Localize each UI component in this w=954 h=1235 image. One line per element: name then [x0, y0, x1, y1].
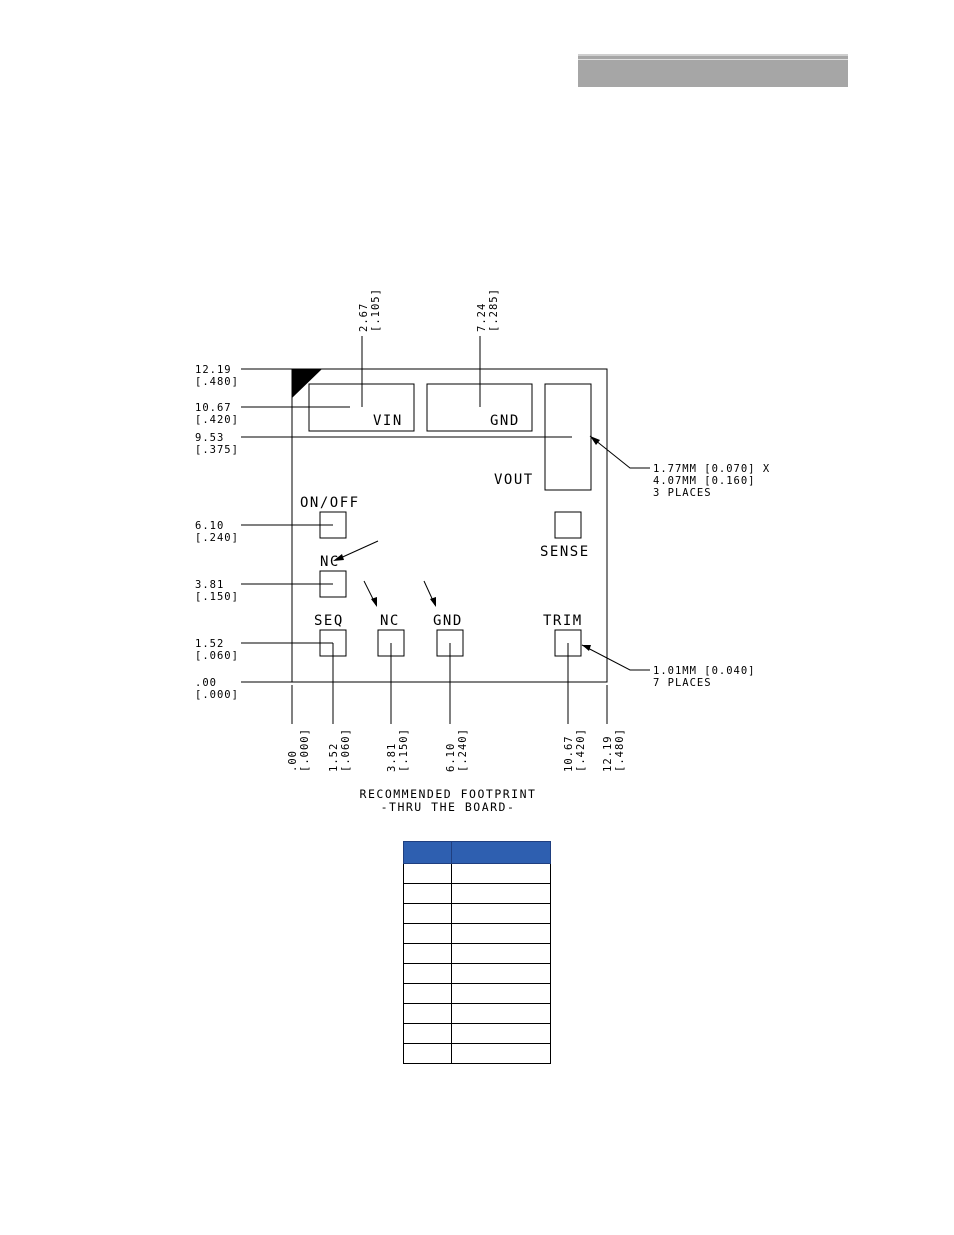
- table-cell: [451, 883, 551, 904]
- left-dim-mm: 1.52: [195, 638, 224, 650]
- table-row: [403, 863, 551, 884]
- table-cell: [403, 1023, 452, 1044]
- bottom-dim-in: [.480]: [614, 728, 626, 772]
- bottom-dim-mm: .00: [287, 750, 299, 772]
- left-dim-in: [.240]: [195, 532, 239, 544]
- table-cell: [451, 963, 551, 984]
- top-dim-mm: 2.67: [358, 303, 370, 332]
- label-seq: SEQ: [314, 613, 344, 629]
- top-dim-in: [.105]: [370, 288, 382, 332]
- table-cell: [403, 923, 452, 944]
- table-row: [403, 963, 551, 984]
- bottom-dim-in: [.000]: [299, 728, 311, 772]
- left-dim-in: [.375]: [195, 444, 239, 456]
- bottom-dim-mm: 6.10: [445, 743, 457, 772]
- table-row: [403, 1003, 551, 1024]
- table-row: [403, 883, 551, 904]
- left-dim-in: [.060]: [195, 650, 239, 662]
- table-cell: [403, 983, 452, 1004]
- table-row: [403, 983, 551, 1004]
- top-dim-mm: 7.24: [476, 303, 488, 332]
- table-header-cell: [451, 841, 551, 864]
- label-gnd-top: GND: [490, 413, 520, 429]
- package-outline: [291, 368, 608, 683]
- note-small-pads: 7 PLACES: [653, 677, 712, 689]
- left-dim-mm: .00: [195, 677, 217, 689]
- table-cell: [403, 903, 452, 924]
- left-dim-mm: 10.67: [195, 402, 232, 414]
- bottom-dim-in: [.150]: [398, 728, 410, 772]
- left-dim-mm: 3.81: [195, 579, 224, 591]
- table-row: [403, 1043, 551, 1064]
- table-cell: [403, 883, 452, 904]
- table-cell: [451, 1023, 551, 1044]
- table-cell: [451, 943, 551, 964]
- note-large-pads: 3 PLACES: [653, 487, 712, 499]
- header-bar: [578, 54, 848, 87]
- label-trim: TRIM: [543, 613, 583, 629]
- table-cell: [403, 1043, 452, 1064]
- table-row: [403, 943, 551, 964]
- label-vin: VIN: [373, 413, 403, 429]
- table-cell: [451, 863, 551, 884]
- table-cell: [403, 963, 452, 984]
- bottom-dim-in: [.240]: [457, 728, 469, 772]
- table-cell: [451, 1043, 551, 1064]
- label-gnd-bottom: GND: [433, 613, 463, 629]
- bottom-dim-mm: 1.52: [328, 743, 340, 772]
- table-row: [403, 1023, 551, 1044]
- pin-table: [403, 841, 551, 1064]
- label-on-off: ON/OFF: [300, 495, 360, 511]
- top-dim-in: [.285]: [488, 288, 500, 332]
- left-dim-mm: 12.19: [195, 364, 232, 376]
- bottom-dim-mm: 12.19: [602, 735, 614, 772]
- table-cell: [451, 903, 551, 924]
- table-row: [403, 903, 551, 924]
- left-dim-mm: 6.10: [195, 520, 224, 532]
- bottom-dim-mm: 3.81: [386, 743, 398, 772]
- note-large-pads: 4.07MM [0.160]: [653, 475, 756, 487]
- caption-title: RECOMMENDED FOOTPRINT: [360, 787, 537, 801]
- table-cell: [451, 923, 551, 944]
- caption-subtitle: -THRU THE BOARD-: [381, 800, 516, 814]
- label-vout: VOUT: [494, 472, 534, 488]
- bottom-dim-mm: 10.67: [563, 735, 575, 772]
- pad-sense: [554, 511, 582, 539]
- table-header-cell: [403, 841, 452, 864]
- table-cell: [403, 863, 452, 884]
- pin1-corner-mark: [292, 369, 322, 398]
- left-dim-in: [.150]: [195, 591, 239, 603]
- label-sense: SENSE: [540, 544, 590, 560]
- table-cell: [451, 1003, 551, 1024]
- table-cell: [403, 943, 452, 964]
- bottom-dim-in: [.420]: [575, 728, 587, 772]
- left-dim-mm: 9.53: [195, 432, 224, 444]
- left-dim-in: [.420]: [195, 414, 239, 426]
- label-nc-left: NC: [320, 554, 340, 570]
- note-small-pads: 1.01MM [0.040]: [653, 665, 756, 677]
- bottom-dim-in: [.060]: [340, 728, 352, 772]
- left-dim-in: [.480]: [195, 376, 239, 388]
- left-dim-in: [.000]: [195, 689, 239, 701]
- table-cell: [403, 1003, 452, 1024]
- table-header-row: [403, 841, 551, 864]
- table-row: [403, 923, 551, 944]
- label-nc-bottom: NC: [380, 613, 400, 629]
- table-cell: [451, 983, 551, 1004]
- note-large-pads: 1.77MM [0.070] X: [653, 463, 770, 475]
